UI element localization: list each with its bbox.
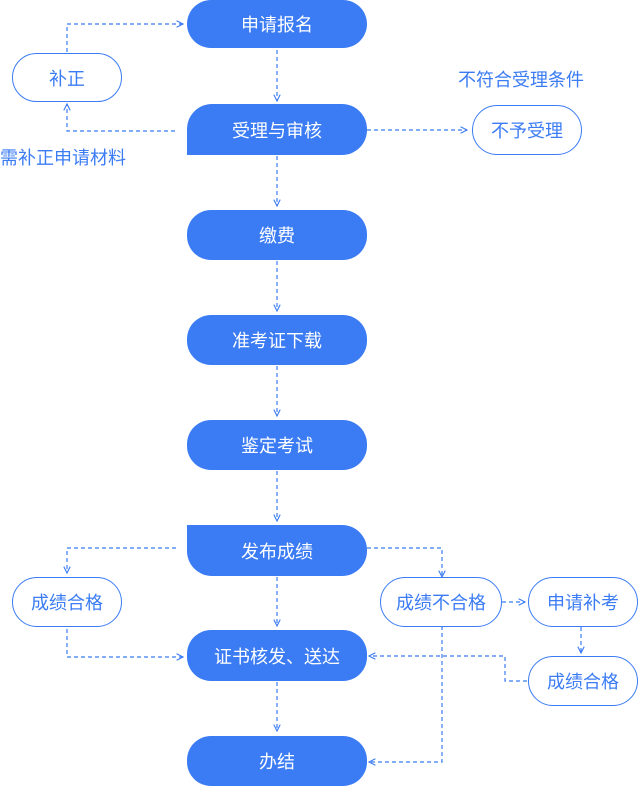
node-pass-right: 成绩合格 [528, 656, 638, 706]
node-pass-left-label: 成绩合格 [31, 593, 103, 614]
label-need-supplement: 需补正申请材料 [0, 148, 126, 169]
step-pay: 缴费 [187, 210, 367, 260]
step-apply-label: 申请报名 [241, 15, 313, 36]
node-pass-left: 成绩合格 [12, 577, 122, 627]
step-review-label: 受理与审核 [232, 120, 322, 142]
node-fail-label: 成绩不合格 [396, 593, 486, 614]
node-pass-right-label: 成绩合格 [547, 672, 619, 693]
label-not-meet: 不符合受理条件 [458, 70, 584, 91]
node-retake-label: 申请补考 [547, 593, 619, 614]
arrow-supplement-apply [66, 24, 183, 52]
node-retake: 申请补考 [528, 577, 638, 627]
node-fail: 成绩不合格 [380, 577, 502, 627]
arrow-results-pass-left [67, 547, 176, 573]
arrow-fail-done [369, 626, 443, 762]
step-results: 发布成绩 [187, 525, 367, 576]
step-exam-label: 鉴定考试 [241, 436, 313, 457]
arrow-pass-right-certificate [369, 656, 527, 682]
node-reject: 不予受理 [472, 105, 582, 155]
step-exam: 鉴定考试 [187, 420, 367, 470]
step-review: 受理与审核 [187, 104, 367, 155]
node-reject-label: 不予受理 [491, 121, 563, 142]
step-pay-label: 缴费 [259, 226, 295, 247]
node-supplement: 补正 [12, 53, 122, 102]
step-apply: 申请报名 [187, 0, 367, 48]
step-certificate: 证书核发、送达 [187, 630, 367, 681]
arrow-review-supplement [67, 104, 175, 132]
node-supplement-label: 补正 [49, 68, 85, 90]
step-ticket: 准考证下载 [187, 315, 367, 365]
step-certificate-label: 证书核发、送达 [214, 646, 340, 668]
arrow-pass-left-certificate [66, 629, 183, 657]
step-results-label: 发布成绩 [241, 541, 313, 563]
arrow-results-fail [367, 547, 442, 577]
step-done-label: 办结 [259, 752, 295, 773]
step-done: 办结 [187, 736, 367, 786]
step-ticket-label: 准考证下载 [232, 331, 322, 352]
